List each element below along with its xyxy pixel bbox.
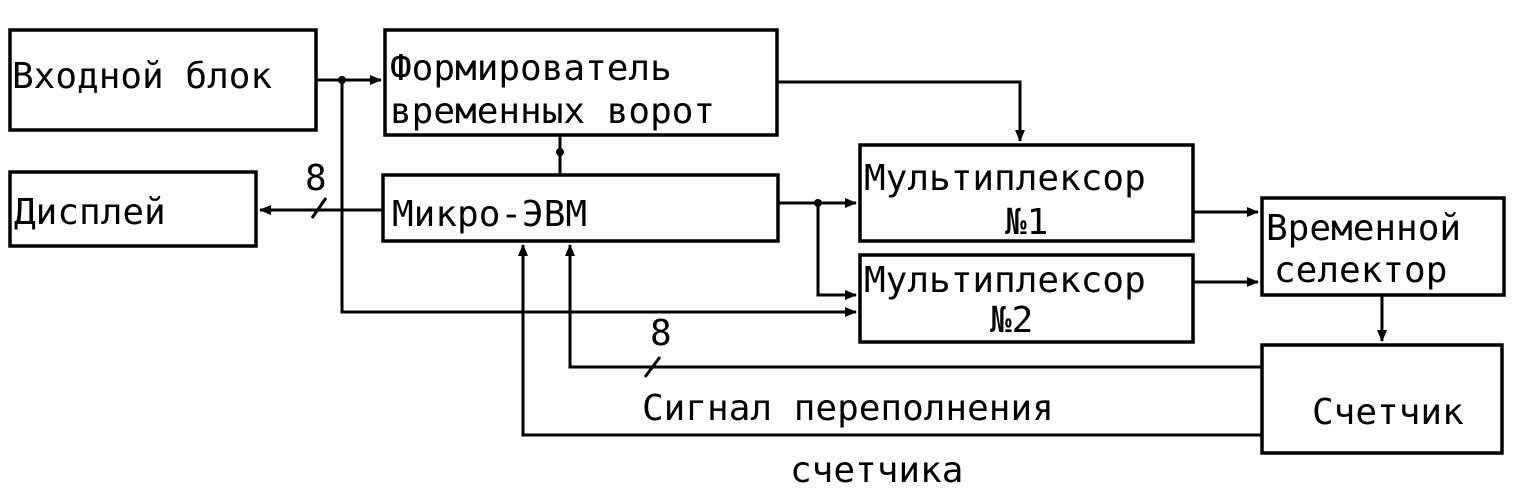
overflow-signal-label-line2: счетчика (790, 450, 963, 491)
micro-computer-block: Микро-ЭВМ (381, 173, 780, 243)
display-label: Дисплей (14, 192, 166, 233)
multiplexer-2-label-line2: №2 (989, 300, 1033, 341)
multiplexer-1-label-line1: Мультиплексор (864, 158, 1146, 199)
wire-input-to-multiplexer-2 (340, 80, 857, 317)
wire-counter-overflow-to-micro-computer (518, 244, 1262, 437)
multiplexer-1-block: Мультиплексор №1 (858, 143, 1195, 243)
input-block-label: Входной блок (12, 56, 272, 97)
wire-counter-data-to-micro-computer (565, 244, 1262, 369)
counter-label: Счетчик (1312, 392, 1464, 433)
time-selector-label-line1: Временной (1266, 208, 1461, 249)
gate-former-label-line2: временных ворот (390, 91, 715, 132)
bus-width-counter: 8 (650, 313, 672, 354)
junction-dot (338, 76, 346, 84)
time-selector-label-line2: селектор (1274, 250, 1447, 291)
time-selector-block: Временной селектор (1260, 196, 1506, 297)
gate-former-label-line1: Формирователь (390, 48, 672, 89)
input-block: Входной блок (8, 28, 318, 132)
micro-computer-label: Микро-ЭВМ (392, 194, 587, 235)
display-block: Дисплей (8, 170, 258, 248)
junction-dot (814, 199, 822, 207)
multiplexer-2-label-line1: Мультиплексор (864, 260, 1146, 301)
multiplexer-2-block: Мультиплексор №2 (858, 253, 1195, 344)
overflow-signal-label-line1: Сигнал переполнения (642, 388, 1054, 429)
wire-micro-computer-to-multiplexer-2 (816, 203, 857, 300)
bus-tick (643, 356, 662, 378)
wire-gate-former-to-multiplexer-1 (777, 80, 1025, 142)
multiplexer-1-label-line2: №1 (1004, 202, 1048, 243)
bus-tick (310, 197, 328, 219)
bus-width-display: 8 (305, 158, 327, 199)
gate-former-block: Формирователь временных ворот (383, 28, 779, 137)
junction-dot (556, 148, 564, 156)
counter-block: Счетчик (1260, 343, 1504, 455)
